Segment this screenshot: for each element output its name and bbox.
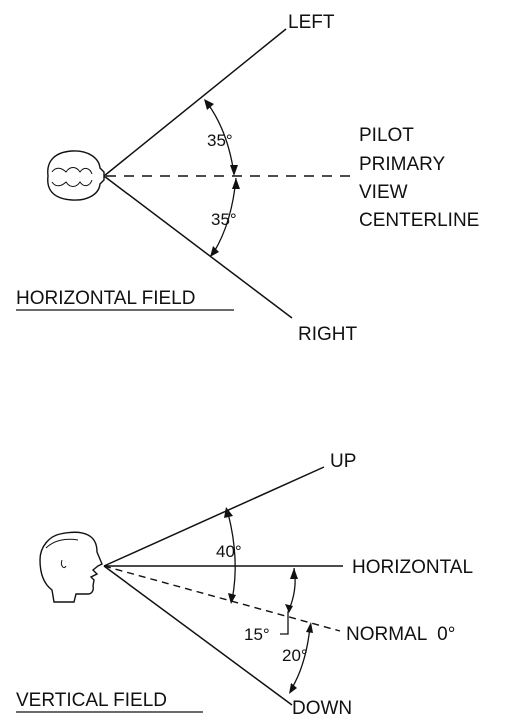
horizontal-field-panel: LEFT RIGHT 35° 35° PILOT PRIMARY VIEW CE… xyxy=(16,12,479,345)
up-angle-label: 40° xyxy=(216,542,242,561)
upper-angle-label: 35° xyxy=(207,131,233,150)
down-label: DOWN xyxy=(292,698,352,717)
head-top-view-icon xyxy=(47,150,105,201)
horizontal-label: HORIZONTAL xyxy=(352,557,473,578)
centerline-label-line-4: CENTERLINE xyxy=(359,210,479,231)
vertical-field-title: VERTICAL FIELD xyxy=(16,690,167,711)
down-sight-line xyxy=(103,565,293,706)
centerline-label-line-3: VIEW xyxy=(359,182,408,203)
centerline-label-line-1: PILOT xyxy=(359,125,414,146)
down-angle-arc xyxy=(291,626,311,689)
up-label: UP xyxy=(330,451,356,472)
normal-sight-line xyxy=(103,565,341,632)
lower-angle-label: 35° xyxy=(211,210,237,229)
left-label: LEFT xyxy=(288,12,335,33)
up-angle-arc xyxy=(227,512,236,601)
right-sight-line xyxy=(103,175,293,319)
normal-label: NORMAL 0° xyxy=(346,624,455,645)
left-sight-line xyxy=(103,28,287,177)
normal-angle-label: 15° xyxy=(244,625,270,644)
down-angle-label: 20° xyxy=(282,646,308,665)
right-label: RIGHT xyxy=(298,324,358,345)
head-side-profile-icon xyxy=(39,531,103,603)
vertical-field-panel: UP HORIZONTAL NORMAL 0° DOWN 40° 15° 20°… xyxy=(16,451,473,717)
horizontal-field-title: HORIZONTAL FIELD xyxy=(16,288,195,309)
up-sight-line xyxy=(103,466,325,567)
centerline-label-line-2: PRIMARY xyxy=(359,154,446,175)
